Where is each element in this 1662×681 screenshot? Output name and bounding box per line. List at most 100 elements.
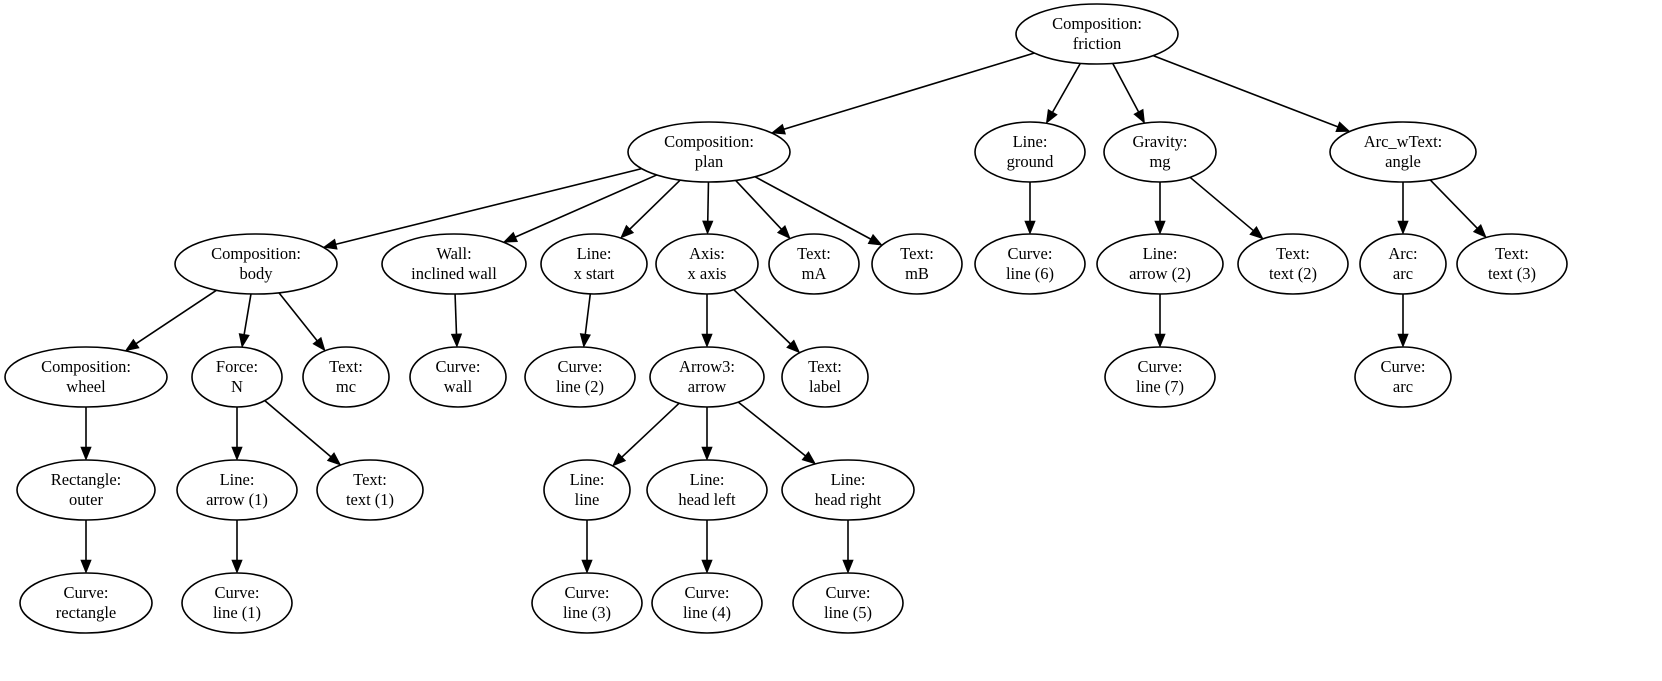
graph-node[interactable]: Text:text (2)	[1237, 233, 1349, 295]
node-ellipse[interactable]	[649, 346, 765, 408]
node-ellipse[interactable]	[1456, 233, 1568, 295]
graph-node[interactable]: Rectangle:outer	[16, 459, 156, 521]
graph-node[interactable]: Curve:line (5)	[792, 572, 904, 634]
arrowhead-icon	[312, 336, 326, 352]
graph-node[interactable]: Arrow3:arrow	[649, 346, 765, 408]
node-ellipse[interactable]	[646, 459, 768, 521]
graph-edge	[124, 289, 218, 352]
graph-node[interactable]: Text:mc	[302, 346, 390, 408]
node-ellipse[interactable]	[974, 233, 1086, 295]
node-ellipse[interactable]	[181, 572, 293, 634]
node-ellipse[interactable]	[174, 233, 338, 295]
graph-node[interactable]: Curve:line (3)	[531, 572, 643, 634]
graph-node[interactable]: Composition:friction	[1015, 3, 1179, 65]
graph-node[interactable]: Line:arrow (2)	[1096, 233, 1224, 295]
node-ellipse[interactable]	[409, 346, 507, 408]
node-ellipse[interactable]	[543, 459, 631, 521]
graph-node[interactable]: Arc_wText:angle	[1329, 121, 1477, 183]
graph-edge	[737, 401, 817, 465]
graph-edge	[1045, 62, 1082, 125]
node-ellipse[interactable]	[191, 346, 283, 408]
node-ellipse[interactable]	[531, 572, 643, 634]
graph-node[interactable]: Composition:plan	[627, 121, 791, 183]
graph-node[interactable]: Line:arrow (1)	[176, 459, 298, 521]
node-ellipse[interactable]	[316, 459, 424, 521]
graph-node[interactable]: Curve:wall	[409, 346, 507, 408]
node-ellipse[interactable]	[655, 233, 759, 295]
node-ellipse[interactable]	[781, 459, 915, 521]
graph-edge	[450, 293, 463, 348]
node-ellipse[interactable]	[381, 233, 527, 295]
graph-node[interactable]: Line:ground	[974, 121, 1086, 183]
node-ellipse[interactable]	[1329, 121, 1477, 183]
node-ellipse[interactable]	[768, 233, 860, 295]
node-label-name: body	[240, 264, 274, 283]
graph-node[interactable]: Composition:wheel	[4, 346, 168, 408]
node-label-name: head right	[815, 490, 882, 509]
graph-node[interactable]: Curve:arc	[1354, 346, 1452, 408]
graph-node[interactable]: Text:mB	[871, 233, 963, 295]
node-ellipse[interactable]	[540, 233, 648, 295]
node-ellipse[interactable]	[1104, 346, 1216, 408]
node-ellipse[interactable]	[1015, 3, 1179, 65]
node-ellipse[interactable]	[19, 572, 153, 634]
graph-node[interactable]: Line:x start	[540, 233, 648, 295]
graph-node[interactable]: Wall:inclined wall	[381, 233, 527, 295]
graph-node[interactable]: Axis:x axis	[655, 233, 759, 295]
edge-line	[278, 292, 318, 342]
node-ellipse[interactable]	[781, 346, 869, 408]
node-ellipse[interactable]	[176, 459, 298, 521]
graph-node[interactable]: Line:head left	[646, 459, 768, 521]
graph-node[interactable]: Curve:line (2)	[524, 346, 636, 408]
node-ellipse[interactable]	[1359, 233, 1447, 295]
node-label-type: Arc:	[1388, 244, 1417, 263]
edge-line	[783, 52, 1035, 130]
edge-line	[243, 293, 252, 335]
graph-node[interactable]: Curve:line (1)	[181, 572, 293, 634]
node-ellipse[interactable]	[302, 346, 390, 408]
graph-node[interactable]: Arc:arc	[1359, 233, 1447, 295]
graph-edge	[612, 402, 680, 467]
node-ellipse[interactable]	[1354, 346, 1452, 408]
graph-node[interactable]: Curve:line (6)	[974, 233, 1086, 295]
node-ellipse[interactable]	[1237, 233, 1349, 295]
arrowhead-icon	[1154, 333, 1166, 348]
graph-node[interactable]: Gravity:mg	[1103, 121, 1217, 183]
node-ellipse[interactable]	[627, 121, 791, 183]
arrowhead-icon	[579, 333, 591, 348]
node-label-type: Curve:	[826, 583, 871, 602]
edge-line	[584, 293, 592, 335]
node-ellipse[interactable]	[16, 459, 156, 521]
graph-edge	[770, 52, 1035, 135]
node-ellipse[interactable]	[792, 572, 904, 634]
graph-edge	[754, 176, 883, 246]
node-label-name: text (3)	[1488, 264, 1536, 283]
graph-node[interactable]: Line:line	[543, 459, 631, 521]
graph-node[interactable]: Force:N	[191, 346, 283, 408]
graph-node[interactable]: Text:label	[781, 346, 869, 408]
edge-line	[1112, 63, 1140, 113]
graph-node[interactable]: Text:text (1)	[316, 459, 424, 521]
node-ellipse[interactable]	[1103, 121, 1217, 183]
node-ellipse[interactable]	[651, 572, 763, 634]
node-label-type: Line:	[570, 470, 605, 489]
node-ellipse[interactable]	[4, 346, 168, 408]
graph-edge	[842, 520, 854, 574]
node-ellipse[interactable]	[871, 233, 963, 295]
edge-line	[454, 293, 458, 335]
node-label-type: Curve:	[565, 583, 610, 602]
node-ellipse[interactable]	[1096, 233, 1224, 295]
arrowhead-icon	[701, 559, 713, 574]
graph-node[interactable]: Curve:line (4)	[651, 572, 763, 634]
graph-node[interactable]: Text:mA	[768, 233, 860, 295]
node-ellipse[interactable]	[524, 346, 636, 408]
node-ellipse[interactable]	[974, 121, 1086, 183]
graph-node[interactable]: Curve:rectangle	[19, 572, 153, 634]
graph-node[interactable]: Line:head right	[781, 459, 915, 521]
edge-line	[1152, 54, 1338, 128]
graph-node[interactable]: Text:text (3)	[1456, 233, 1568, 295]
graph-node[interactable]: Composition:body	[174, 233, 338, 295]
graph-node[interactable]: Curve:line (7)	[1104, 346, 1216, 408]
node-label-type: Line:	[831, 470, 866, 489]
